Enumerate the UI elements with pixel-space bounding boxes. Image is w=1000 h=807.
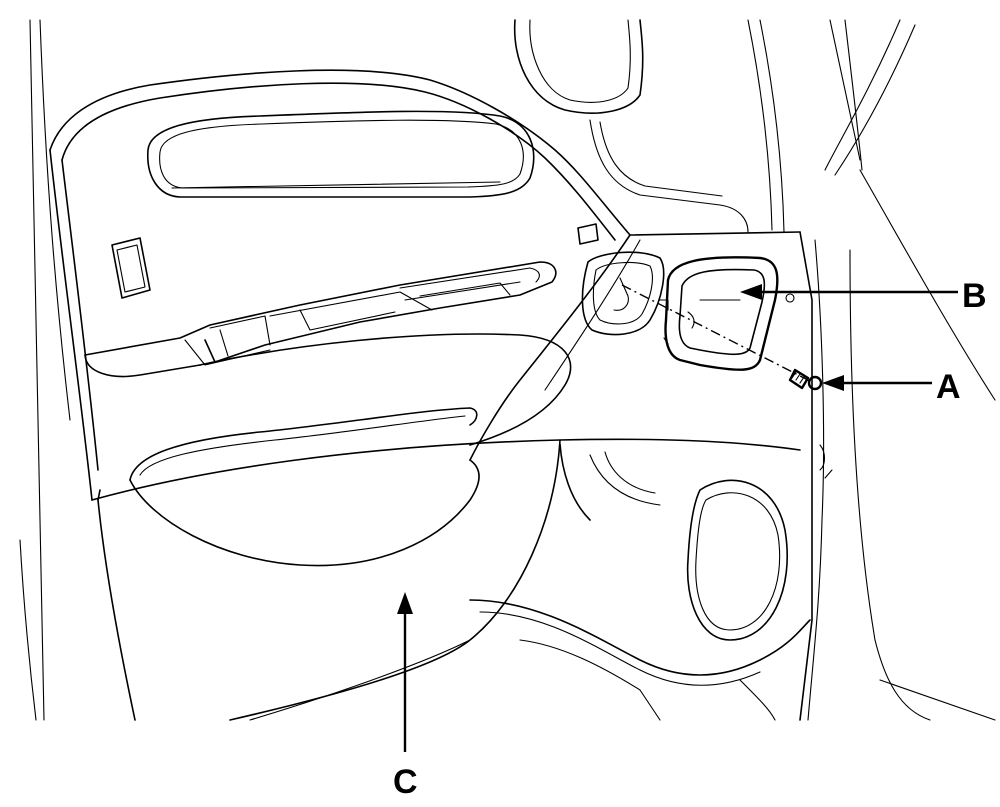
callout-b: B (740, 277, 987, 315)
callout-c: C (393, 592, 418, 801)
callout-b-label: B (962, 277, 987, 315)
door-trim-panel (19, 19, 996, 721)
inside-door-handle (581, 251, 795, 371)
callout-a-label: A (936, 368, 961, 406)
callout-a: A (822, 368, 961, 406)
mounting-screw (621, 284, 823, 391)
callout-c-label: C (393, 763, 418, 801)
